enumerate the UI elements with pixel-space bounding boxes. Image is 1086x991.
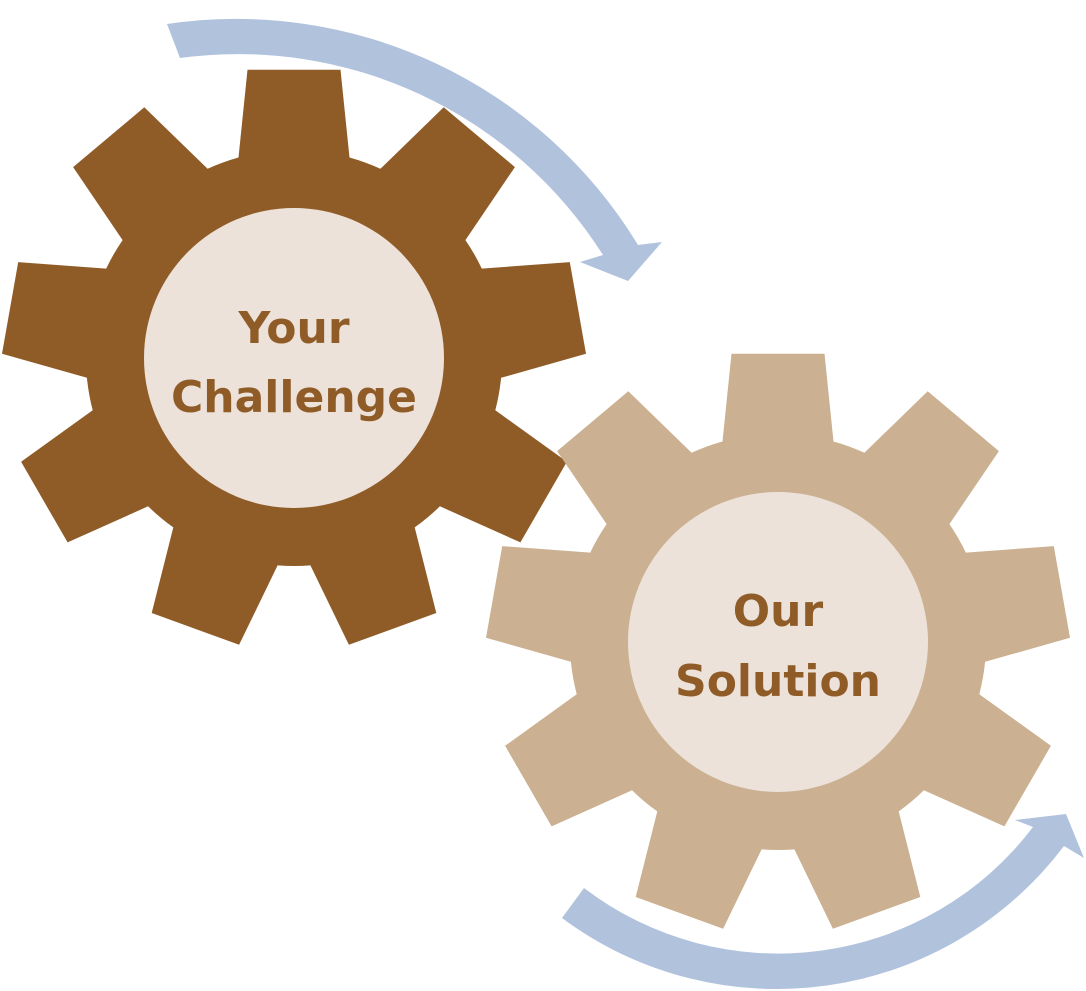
gear-challenge: Your Challenge [2,69,586,645]
gear-label-line1: Our [733,586,824,637]
gear-solution: Our Solution [486,353,1070,929]
gear-label-line2: Solution [675,656,881,707]
gear-hub-solution [628,492,928,792]
gear-label-line2: Challenge [171,372,417,423]
gear-label-line1: Your [237,303,349,354]
arrow-top-icon [167,18,662,282]
arrow-bottom-icon [562,814,1084,990]
gear-hub-challenge [144,208,444,508]
